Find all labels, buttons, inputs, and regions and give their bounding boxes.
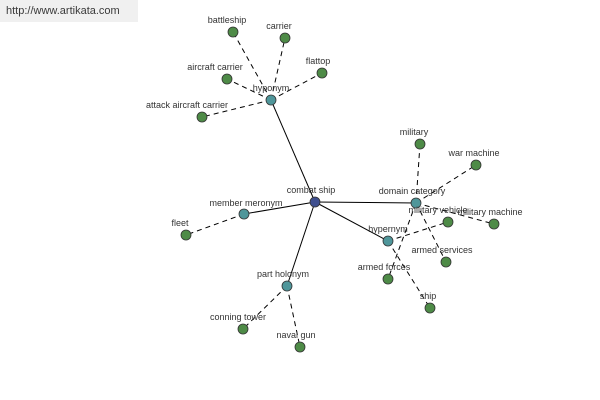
leaf-naval-gun-node[interactable] [294,341,306,353]
edge-hyponym-aircraft-carrier [226,78,272,101]
edge-combat-holonym [286,201,316,287]
leaf-armed-services-label[interactable]: armed services [411,245,473,255]
leaf-military-node[interactable] [414,138,426,150]
center-combat-ship-label[interactable]: combat ship [287,185,336,195]
leaf-carrier-node[interactable] [279,32,291,44]
leaf-conning-tower-label[interactable]: conning tower [210,312,266,322]
leaf-naval-gun-label[interactable]: naval gun [276,330,315,340]
edge-combat-domain [314,201,417,204]
leaf-armed-forces-label[interactable]: armed forces [358,262,411,272]
leaf-carrier-label[interactable]: carrier [266,21,292,31]
relation-meronym-node[interactable] [238,208,250,220]
leaf-ship-label[interactable]: ship [420,291,437,301]
relation-holonym-node[interactable] [281,280,293,292]
edge-hyponym-battleship [232,31,272,101]
edge-hyponym-flattop [270,72,323,101]
url-banner: http://www.artikata.com [0,0,138,22]
relation-hypernym-node[interactable] [382,235,394,247]
leaf-military-machine-node[interactable] [488,218,500,230]
leaf-attack-aircraft-carrier-label[interactable]: attack aircraft carrier [146,100,228,110]
leaf-fleet-label[interactable]: fleet [171,218,189,228]
leaf-aircraft-carrier-node[interactable] [221,73,233,85]
edge-hyponym-attack-aircraft-carrier [201,99,272,118]
leaf-ship-node[interactable] [424,302,436,314]
leaf-attack-aircraft-carrier-node[interactable] [196,111,208,123]
leaf-aircraft-carrier-label[interactable]: aircraft carrier [187,62,243,72]
leaf-conning-tower-node[interactable] [237,323,249,335]
relation-domain-label[interactable]: domain category [379,186,446,196]
leaf-military-machine-label[interactable]: military machine [457,207,522,217]
relation-hyponym-node[interactable] [265,94,277,106]
source-url[interactable]: http://www.artikata.com [6,5,120,17]
leaf-battleship-label[interactable]: battleship [208,15,247,25]
edge-combat-meronym [243,201,316,215]
edge-combat-hypernym [314,201,389,242]
edge-combat-hyponym [270,99,316,203]
edge-domain-armed-services [415,202,447,263]
edge-domain-military [415,143,421,204]
relation-hypernym-label[interactable]: hypernym [368,224,408,234]
edge-hyponym-carrier [270,37,286,101]
labels: battleship carrier aircraft carrier flattop… [146,15,523,340]
edges [185,31,495,348]
edge-domain-military-machine [415,202,495,225]
relation-domain-node[interactable] [410,197,422,209]
edge-holonym-naval-gun [286,285,301,348]
relation-meronym-label[interactable]: member meronym [209,198,282,208]
relation-hyponym-label[interactable]: hyponym [253,83,290,93]
edge-holonym-conning-tower [242,285,288,330]
nodes [180,26,500,353]
leaf-military-label[interactable]: military [400,127,429,137]
leaf-war-machine-node[interactable] [470,159,482,171]
leaf-flattop-node[interactable] [316,67,328,79]
edge-domain-armed-forces [387,202,417,280]
leaf-armed-forces-node[interactable] [382,273,394,285]
leaf-flattop-label[interactable]: flattop [306,56,331,66]
leaf-military-vehicle-node[interactable] [442,216,454,228]
center-combat-ship-node[interactable] [309,196,321,208]
relation-holonym-label[interactable]: part holonym [257,269,309,279]
leaf-fleet-node[interactable] [180,229,192,241]
leaf-war-machine-label[interactable]: war machine [447,148,499,158]
leaf-battleship-node[interactable] [227,26,239,38]
leaf-military-vehicle-label[interactable]: military vehicle [408,205,467,215]
edge-meronym-fleet [185,213,245,236]
edge-hypernym-ship [387,240,431,309]
edge-hypernym-military-vehicle [387,221,449,242]
leaf-armed-services-node[interactable] [440,256,452,268]
edge-domain-war-machine [415,164,477,204]
